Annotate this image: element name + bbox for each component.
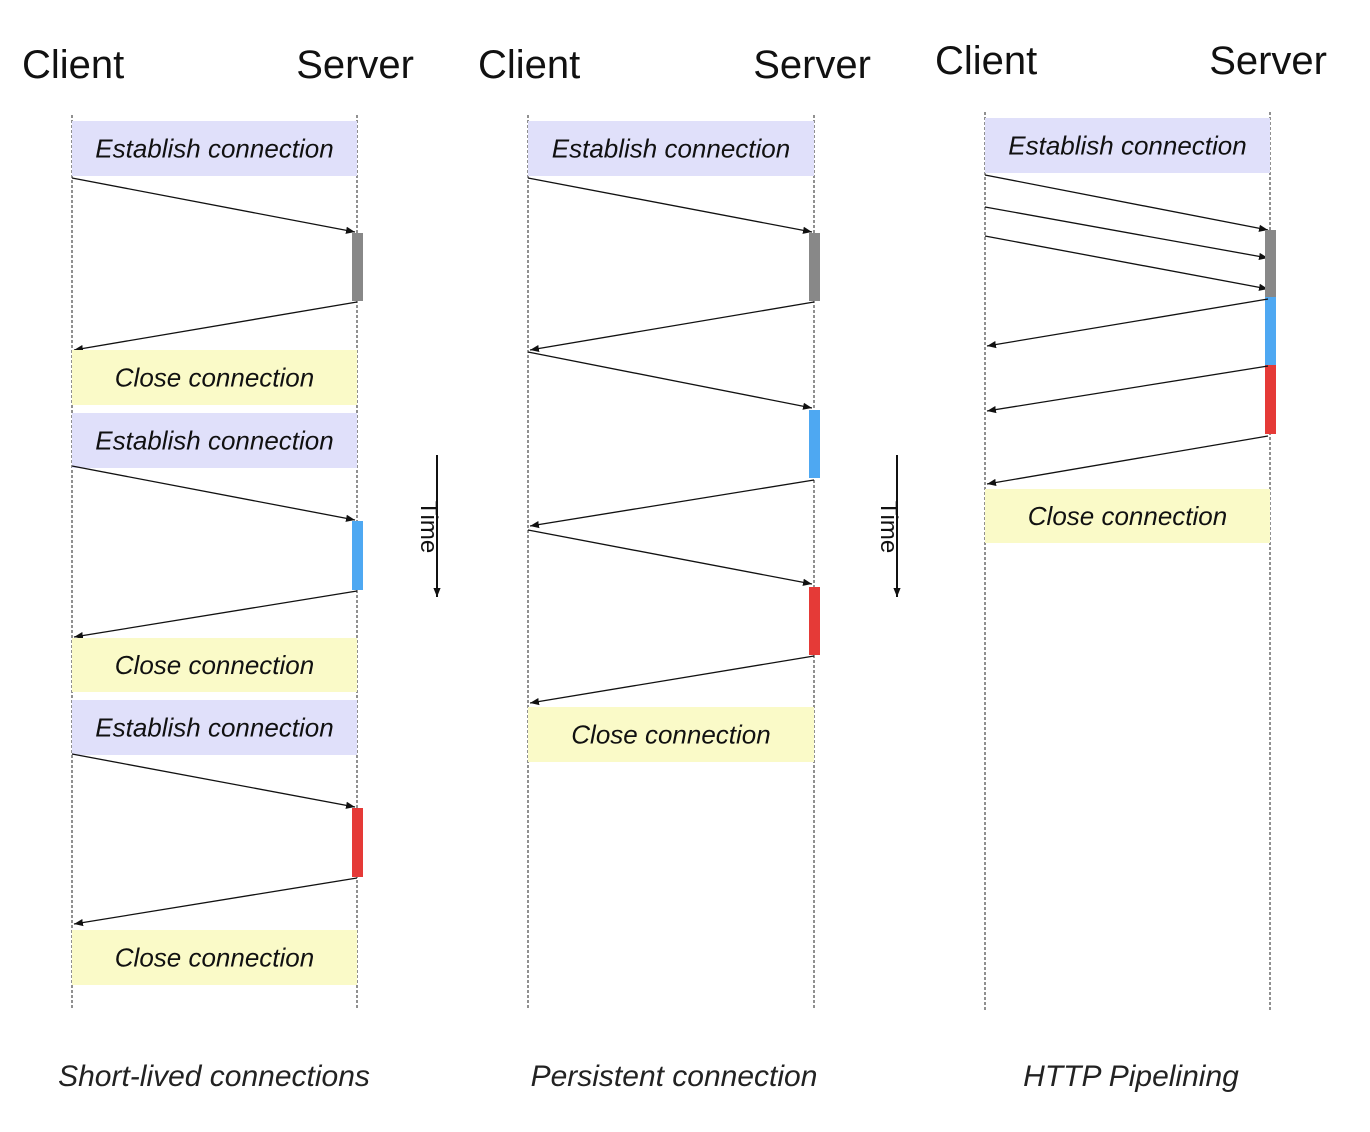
request-arrow xyxy=(71,753,356,809)
server-processing-bar xyxy=(1265,297,1276,365)
response-arrow xyxy=(73,590,358,640)
establish-connection-label: Establish connection xyxy=(552,134,790,164)
response-arrow xyxy=(986,298,1269,349)
request-arrow xyxy=(984,174,1269,232)
response-arrow xyxy=(73,877,358,927)
close-connection-box xyxy=(72,930,357,985)
establish-connection-box xyxy=(72,121,357,176)
client-header: Client xyxy=(478,43,580,87)
establish-connection-box xyxy=(72,413,357,468)
establish-connection-label: Establish connection xyxy=(95,134,333,164)
server-header: Server xyxy=(296,43,414,87)
establish-connection-label: Establish connection xyxy=(95,713,333,743)
time-label: Time xyxy=(875,501,902,553)
establish-connection-box xyxy=(72,700,357,755)
close-connection-box xyxy=(72,638,357,692)
server-processing-bar xyxy=(352,521,363,590)
request-arrow xyxy=(71,177,356,234)
close-connection-label: Close connection xyxy=(571,720,770,750)
close-connection-label: Close connection xyxy=(1028,501,1227,531)
server-header: Server xyxy=(753,43,871,87)
server-processing-bar xyxy=(352,233,363,301)
request-arrow xyxy=(527,351,813,410)
response-arrow xyxy=(73,301,358,353)
server-processing-bar xyxy=(809,587,820,655)
server-processing-bar xyxy=(352,808,363,877)
diagram-caption: Persistent connection xyxy=(531,1060,818,1093)
diagram-caption: HTTP Pipelining xyxy=(1023,1060,1239,1093)
close-connection-box xyxy=(72,350,357,405)
close-connection-box xyxy=(528,707,814,762)
close-connection-label: Close connection xyxy=(115,650,314,680)
establish-connection-box xyxy=(528,121,814,176)
server-processing-bar xyxy=(809,233,820,301)
response-arrow xyxy=(529,301,815,353)
close-connection-box xyxy=(985,489,1270,543)
server-processing-bar xyxy=(809,410,820,478)
close-connection-label: Close connection xyxy=(115,943,314,973)
client-header: Client xyxy=(935,39,1037,83)
request-arrow xyxy=(71,465,356,522)
establish-connection-box xyxy=(985,118,1270,173)
client-header: Client xyxy=(22,43,124,87)
close-connection-label: Close connection xyxy=(115,363,314,393)
response-arrow xyxy=(986,435,1269,487)
request-arrow xyxy=(527,177,813,234)
time-label: Time xyxy=(415,501,442,553)
response-arrow xyxy=(529,479,815,529)
request-arrow xyxy=(527,529,813,586)
response-arrow xyxy=(986,365,1269,414)
server-processing-bar xyxy=(1265,365,1276,434)
response-arrow xyxy=(529,655,815,706)
diagram-caption: Short-lived connections xyxy=(58,1060,370,1093)
establish-connection-label: Establish connection xyxy=(95,426,333,456)
establish-connection-label: Establish connection xyxy=(1008,131,1246,161)
server-header: Server xyxy=(1209,39,1327,83)
request-arrow xyxy=(984,206,1269,260)
request-arrow xyxy=(984,235,1269,291)
server-processing-bar xyxy=(1265,230,1276,297)
